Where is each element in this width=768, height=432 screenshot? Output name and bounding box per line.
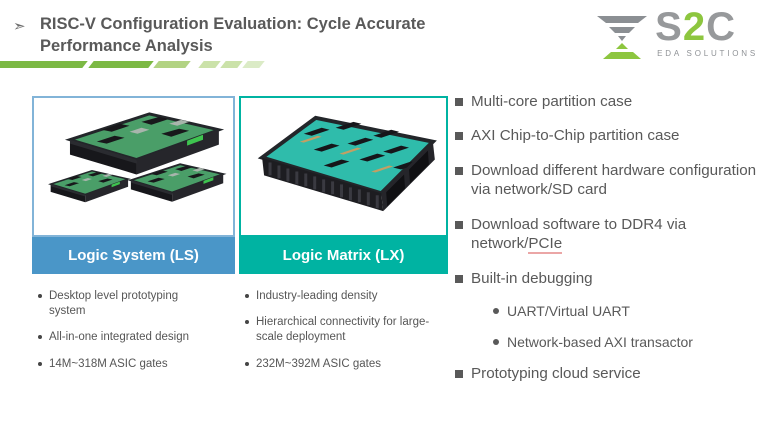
bullet-dot-icon [38,361,42,366]
feature-text: Hierarchical connectivity for large-scal… [256,316,430,344]
list-subitem: Network-based AXI transactor [493,334,763,352]
logo-subtitle: EDA SOLUTIONS [657,49,758,58]
bullet-dot-icon [245,294,249,298]
list-subitem: UART/Virtual UART [493,303,763,321]
bullet-dot-icon [493,308,499,315]
feature-text: Multi-core partition case [471,93,633,110]
feature-text: Network-based AXI transactor [507,333,693,350]
list-item: Download software to DDR4 via network/PC… [455,215,763,255]
logic-system-photo [32,96,235,237]
bullet-dot-icon [38,335,42,340]
list-item: 232M~392M ASIC gates [245,357,431,372]
logo-word: S2C [655,5,758,49]
feature-text: Prototyping cloud service [471,365,641,383]
logic-matrix-photo [239,96,448,237]
title-underline-decoration [0,61,270,68]
logo-letter-2: 2 [682,5,707,49]
list-item: All-in-one integrated design [38,330,214,345]
feature-text: 14M~318M ASIC gates [49,357,168,370]
bullet-dot-icon [493,338,499,345]
feature-list: Multi-core partition case AXI Chip-to-Ch… [455,92,763,399]
feature-text: Industry-leading density [256,290,378,302]
feature-text: Built-in debugging [471,269,593,287]
bullet-square-icon [455,220,463,229]
list-item: Industry-leading density [245,289,431,304]
slide-title: RISC-V Configuration Evaluation: Cycle A… [40,15,426,55]
bullet-square-icon [455,166,463,175]
list-item: Prototyping cloud service [455,364,763,383]
logo-text: S2C EDA SOLUTIONS [655,5,758,58]
pcie-underlined-text: PCIe [528,235,563,255]
arrow-bullet-icon: ➣ [13,18,26,35]
logic-system-banner: Logic System (LS) [32,237,235,274]
list-item: AXI Chip-to-Chip partition case [455,126,763,145]
bullet-square-icon [455,98,463,106]
feature-text: UART/Virtual UART [507,303,630,320]
bullet-dot-icon [245,361,249,366]
logic-matrix-banner: Logic Matrix (LX) [239,237,448,274]
feature-text-prefix: Download software to DDR4 via network/ [471,215,687,253]
green-segment [0,61,88,68]
bullet-square-icon [455,132,463,141]
feature-text: Desktop level prototyping system [49,290,179,318]
s2c-logo: S2C EDA SOLUTIONS [595,5,758,62]
logo-letter-c: C [706,5,736,49]
feature-text: AXI Chip-to-Chip partition case [471,127,680,145]
green-segment [88,61,154,68]
list-item: 14M~318M ASIC gates [38,357,214,372]
bullet-dot-icon [245,320,249,325]
bullet-square-icon [455,370,463,379]
green-segment [242,61,265,68]
list-item: Hierarchical connectivity for large-scal… [245,315,431,345]
list-item: Multi-core partition case [455,92,763,111]
list-item: Desktop level prototyping system [38,289,214,319]
list-item: Built-in debugging [455,269,763,288]
logo-letter-s: S [655,5,683,49]
green-segment [198,61,221,68]
bullet-square-icon [455,274,463,283]
bullet-dot-icon [38,294,42,298]
logic-system-feature-list: Desktop level prototyping system All-in-… [38,289,214,372]
s2c-logo-mark-icon [597,16,648,59]
logic-matrix-feature-list: Industry-leading density Hierarchical co… [245,289,431,372]
feature-text: 232M~392M ASIC gates [256,357,381,370]
logic-matrix-card: Logic Matrix (LX) Industry-leading densi… [239,96,448,383]
list-item: Download different hardware configuratio… [455,161,763,200]
green-segment [153,61,191,68]
logic-system-card: Logic System (LS) Desktop level prototyp… [32,96,235,383]
feature-text: Download different hardware configuratio… [471,161,757,199]
green-segment [220,61,243,68]
feature-text: Download software to DDR4 via network/PC… [471,215,763,255]
feature-text: All-in-one integrated design [49,331,190,344]
